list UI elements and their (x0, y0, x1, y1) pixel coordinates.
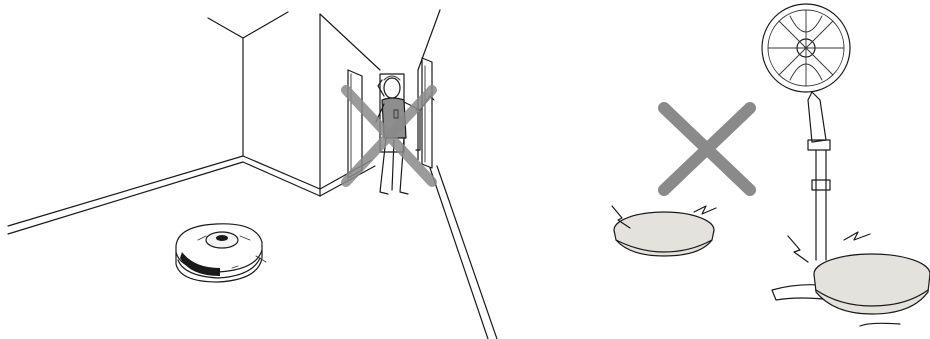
fan-illustration (560, 0, 930, 339)
right-cross-icon (664, 108, 750, 190)
room-illustration (0, 0, 500, 339)
robot-vacuum-small (612, 206, 716, 256)
robot-vacuum-large (788, 232, 930, 314)
robot-vacuum-left (176, 224, 266, 282)
right-scene (560, 0, 930, 339)
left-scene (0, 0, 500, 339)
